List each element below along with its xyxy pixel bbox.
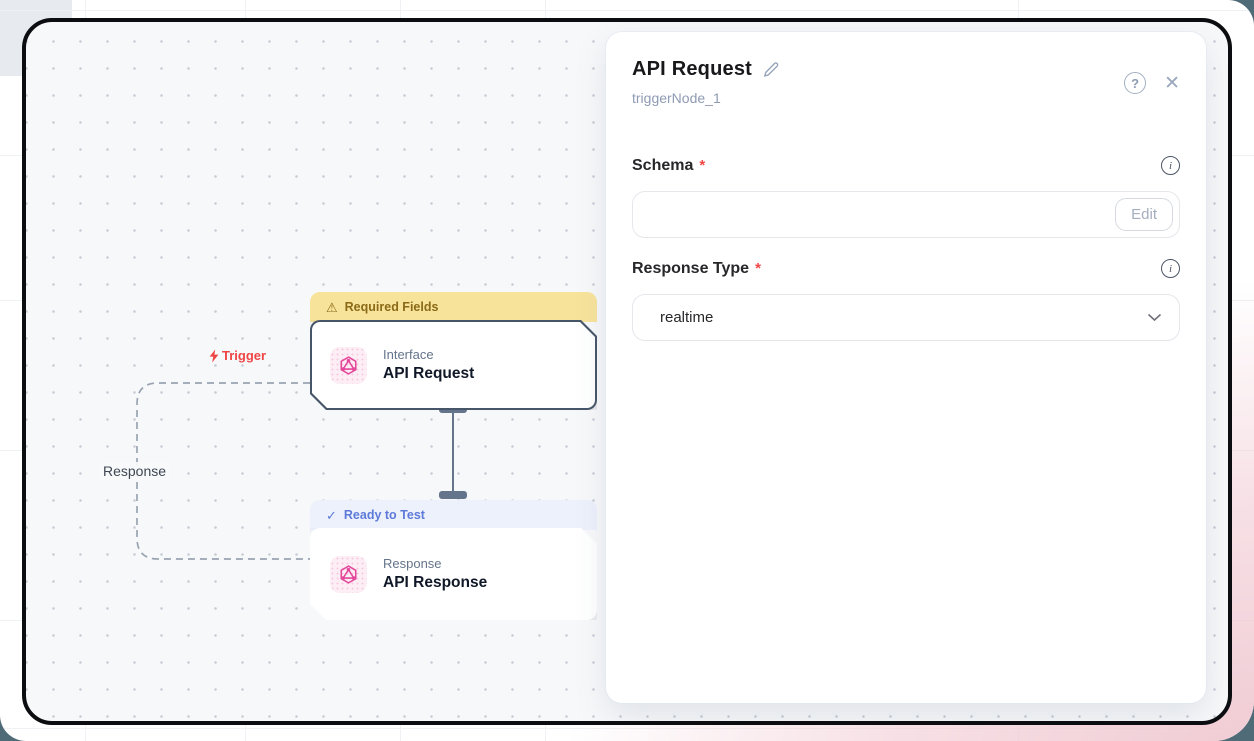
close-icon[interactable]: ✕: [1164, 72, 1180, 94]
required-asterisk: *: [755, 260, 761, 277]
node-title: API Response: [383, 574, 488, 591]
banner-label: Ready to Test: [343, 508, 425, 522]
response-type-label: Response Type: [632, 259, 750, 277]
chevron-down-icon: [1147, 313, 1162, 322]
response-node-icon: [330, 556, 367, 593]
node-api-request[interactable]: ⚠ Required Fields: [310, 292, 597, 410]
node-title: API Request: [383, 365, 475, 382]
edge-label-response: Response: [99, 462, 171, 480]
interface-node-icon: [330, 347, 367, 384]
flow-canvas[interactable]: Trigger Response ⚠ Required Fields: [22, 18, 1232, 725]
connector-handle-bottom: [439, 491, 467, 499]
banner-label: Required Fields: [344, 300, 439, 314]
backdrop-gridline: [0, 10, 1254, 11]
node-category: Interface: [383, 347, 434, 362]
node-status-banner-ready: ✓ Ready to Test: [310, 500, 597, 530]
trigger-label-text: Trigger: [222, 348, 267, 363]
node-category: Response: [383, 556, 442, 571]
node-status-banner-required-fields: ⚠ Required Fields: [310, 292, 597, 322]
lightning-icon: [209, 349, 219, 362]
edit-pencil-icon[interactable]: [762, 61, 779, 78]
response-type-select[interactable]: realtime: [632, 294, 1180, 341]
info-icon[interactable]: i: [1161, 156, 1180, 175]
trigger-badge: Trigger: [208, 348, 266, 363]
response-type-field: Response Type * i realtime: [632, 259, 1180, 341]
node-body[interactable]: Response API Response: [310, 528, 597, 620]
info-icon[interactable]: i: [1161, 259, 1180, 278]
response-type-value: realtime: [660, 309, 714, 326]
node-api-response[interactable]: ✓ Ready to Test Respons: [310, 500, 597, 620]
panel-title: API Request: [632, 58, 753, 80]
check-icon: ✓: [326, 507, 337, 523]
schema-edit-button[interactable]: Edit: [1115, 198, 1173, 231]
schema-value-box[interactable]: Edit: [632, 191, 1180, 238]
node-body[interactable]: Interface API Request: [310, 320, 597, 410]
node-properties-panel: API Request triggerNode_1 ? ✕ Schema * i: [606, 32, 1206, 703]
node-id-text: triggerNode_1: [632, 90, 721, 106]
warning-icon: ⚠: [326, 299, 338, 315]
schema-label: Schema: [632, 156, 694, 174]
schema-field: Schema * i Edit: [632, 156, 1180, 238]
backdrop-gridline: [0, 728, 1254, 729]
help-icon[interactable]: ?: [1124, 72, 1147, 94]
required-asterisk: *: [699, 157, 706, 174]
